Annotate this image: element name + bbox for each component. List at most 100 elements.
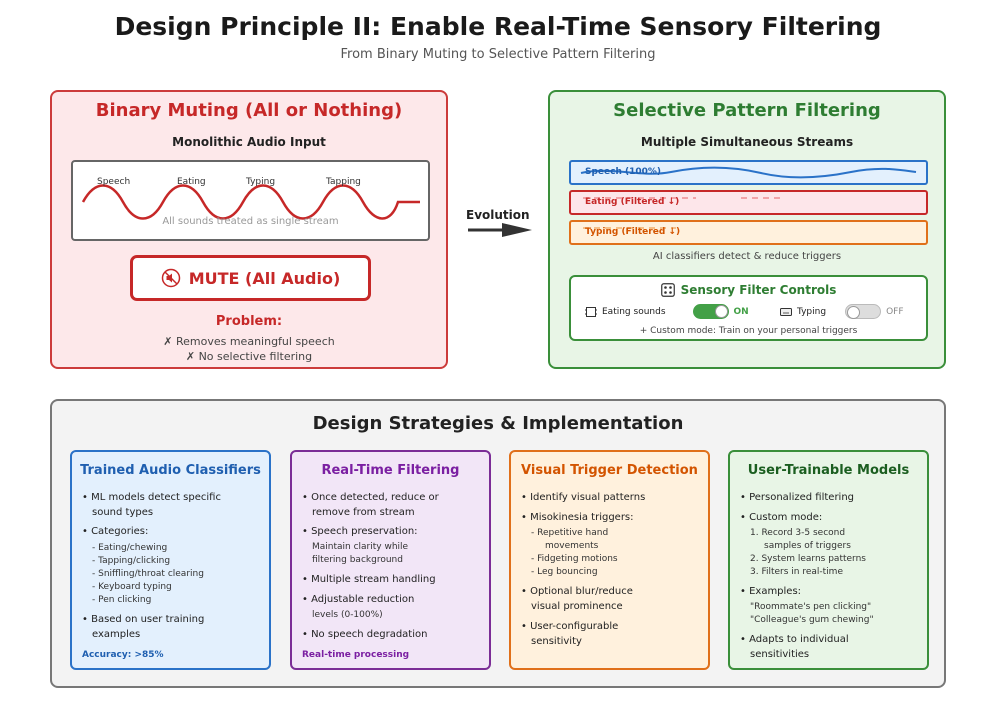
card-subitem: - Leg bouncing [531, 567, 598, 577]
mute-all-button[interactable]: MUTE (All Audio) [130, 255, 371, 301]
typing-control: Typing OFF [780, 304, 904, 319]
wave-label-speech: Speech [97, 177, 131, 187]
card-bullet: • Examples: [740, 586, 802, 597]
card-bullet: examples [92, 629, 141, 640]
accuracy-label: Accuracy: >85% [82, 650, 164, 660]
card-subitem: - Repetitive hand [531, 528, 609, 538]
typing-stream-label: Typing (Filtered ↓) [585, 227, 681, 237]
card-subitem: "Roommate's pen clicking" [750, 602, 872, 612]
eating-toggle-state: ON [733, 306, 749, 317]
card-bullet: • Categories: [82, 526, 149, 537]
card-bullet: sensitivity [531, 636, 582, 647]
monolithic-waveform-box: Speech Eating Typing Tapping All sounds … [71, 160, 430, 241]
wave-label-typing: Typing [246, 177, 276, 187]
card-bullet: visual prominence [531, 601, 623, 612]
card-bullet: • Optional blur/reduce [521, 586, 633, 597]
mute-button-label: MUTE (All Audio) [188, 268, 341, 288]
card-bullet: sensitivities [750, 649, 810, 660]
card-subitem: - Keyboard typing [92, 582, 172, 592]
card-subitem: - Fidgeting motions [531, 554, 618, 564]
card-bullet: • Speech preservation: [302, 526, 418, 537]
eating-sounds-control: Eating sounds ON [585, 304, 749, 319]
eating-sounds-toggle[interactable] [692, 304, 729, 319]
card-subitem: - Eating/chewing [92, 543, 168, 553]
card-bullet: • Once detected, reduce or [302, 492, 439, 503]
card-bullet: • Identify visual patterns [521, 492, 646, 503]
filter-controls-title: Sensory Filter Controls [680, 283, 837, 297]
ai-classifier-note: AI classifiers detect & reduce triggers [652, 251, 842, 262]
card-subitem: 1. Record 3-5 second [750, 528, 846, 538]
typing-label: Typing [797, 306, 827, 317]
sensory-filter-controls: Sensory Filter Controls Eating sounds ON… [569, 275, 928, 341]
monolithic-waveform [81, 184, 420, 220]
card-subitem: movements [545, 541, 599, 551]
eating-sounds-label: Eating sounds [602, 306, 666, 317]
card-subitem: levels (0-100%) [312, 610, 383, 620]
selective-filtering-title: Selective Pattern Filtering [613, 100, 881, 121]
card-bullet: • Adjustable reduction [302, 594, 415, 605]
card-bullet: • No speech degradation [302, 629, 428, 640]
page-subtitle: From Binary Muting to Selective Pattern … [340, 47, 656, 62]
typing-stream-dashes [583, 227, 676, 229]
page-title: Design Principle II: Enable Real-Time Se… [114, 12, 882, 41]
wave-note: All sounds treated as single stream [162, 216, 339, 227]
card-bullet: remove from stream [312, 507, 415, 518]
card-subitem: 2. System learns patterns [750, 554, 866, 564]
user-trainable-models-card: User-Trainable Models • Personalized fil… [728, 450, 929, 670]
card-subitem: - Tapping/clicking [92, 556, 171, 566]
card-subitem: Maintain clarity while [312, 542, 409, 552]
card-subitem: filtering background [312, 555, 403, 565]
problem-item: ✗ No selective filtering [185, 350, 313, 363]
custom-mode-note: + Custom mode: Train on your personal tr… [639, 326, 858, 336]
card-subitem: "Colleague's gum chewing" [750, 615, 874, 625]
card-bullet: • Adapts to individual [740, 634, 849, 645]
problem-title: Problem: [215, 314, 283, 329]
eating-stream-label: Eating (Filtered ↓) [585, 197, 680, 207]
speech-stream: Speech (100%) [569, 160, 928, 185]
trained-audio-classifiers-card: Trained Audio Classifiers • ML models de… [70, 450, 271, 670]
speech-stream-label: Speech (100%) [585, 167, 662, 177]
filter-controls-heading: Sensory Filter Controls [571, 283, 926, 297]
card-title: Visual Trigger Detection [521, 463, 698, 478]
card-title: User-Trainable Models [747, 463, 910, 478]
wave-label-eating: Eating [177, 177, 206, 187]
design-strategies-title: Design Strategies & Implementation [312, 413, 684, 434]
card-bullet: • Personalized filtering [740, 492, 855, 503]
keyboard-icon [780, 307, 792, 316]
card-bullet: • User-configurable [521, 621, 619, 632]
card-bullet: • Based on user training [82, 614, 205, 625]
speech-stream-wave [580, 166, 917, 179]
visual-trigger-detection-card: Visual Trigger Detection • Identify visu… [509, 450, 710, 670]
real-time-processing-label: Real-time processing [302, 650, 410, 660]
mute-speaker-icon [161, 268, 180, 288]
card-bullet: • ML models detect specific [82, 492, 221, 503]
card-bullet: • Custom mode: [740, 512, 823, 523]
card-bullet: • Multiple stream handling [302, 574, 436, 585]
design-strategies-panel: Design Strategies & Implementation Train… [50, 399, 946, 688]
typing-stream: Typing (Filtered ↓) [569, 220, 928, 245]
card-bullet: • Misokinesia triggers: [521, 512, 634, 523]
card-subitem: - Sniffling/throat clearing [92, 569, 204, 579]
binary-muting-title: Binary Muting (All or Nothing) [95, 100, 403, 121]
evolution-arrow-icon [468, 223, 532, 237]
eating-icon [585, 306, 597, 317]
typing-toggle[interactable] [845, 304, 882, 319]
card-subitem: samples of triggers [764, 541, 851, 551]
binary-muting-panel: Binary Muting (All or Nothing) Monolithi… [50, 90, 448, 369]
wave-label-tapping: Tapping [326, 177, 361, 187]
evolution-label: Evolution [466, 208, 530, 222]
card-title: Trained Audio Classifiers [80, 463, 261, 478]
typing-toggle-state: OFF [886, 306, 904, 317]
card-bullet: sound types [92, 507, 154, 518]
control-panel-icon [660, 283, 675, 297]
monolithic-audio-label: Monolithic Audio Input [172, 135, 326, 149]
card-subitem: - Pen clicking [92, 595, 152, 605]
eating-stream: Eating (Filtered ↓) [569, 190, 928, 215]
multiple-streams-label: Multiple Simultaneous Streams [640, 135, 854, 149]
card-title: Real-Time Filtering [321, 463, 460, 478]
problem-item: ✗ Removes meaningful speech [163, 335, 335, 348]
eating-stream-dashes [583, 197, 781, 199]
card-subitem: 3. Filters in real-time [750, 567, 843, 577]
selective-filtering-panel: Selective Pattern Filtering Multiple Sim… [548, 90, 946, 369]
real-time-filtering-card: Real-Time Filtering • Once detected, red… [290, 450, 491, 670]
